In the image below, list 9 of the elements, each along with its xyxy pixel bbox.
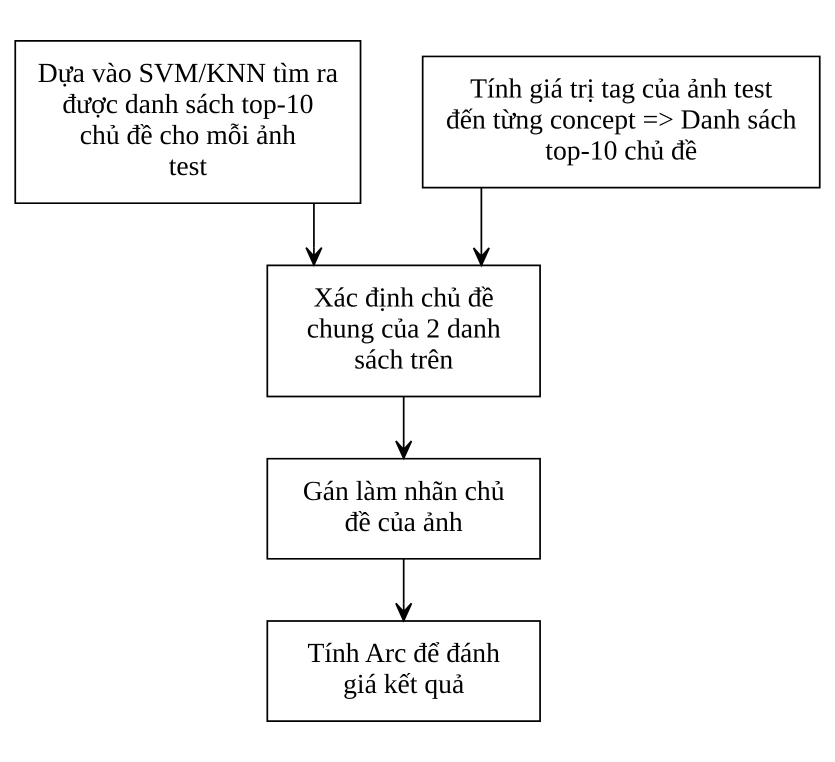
node-box: Xác định chủ đề chung của 2 danh sách trên [266, 264, 541, 398]
node-box: Dựa vào SVM/KNN tìm ra được danh sách top-10 chủ đề cho mỗi ảnh test [14, 40, 362, 204]
node-box: Gán làm nhãn chủ đề của ảnh [266, 458, 541, 560]
arrow [472, 188, 490, 266]
arrow [305, 203, 323, 266]
node-box: Tính Arc để đánh giá kết quả [266, 620, 541, 722]
arrow [395, 559, 412, 622]
arrow [395, 396, 412, 460]
node-box: Tính giá trị tag của ảnh test đến từng concept => Danh sách top-10 chủ đề [422, 56, 821, 188]
